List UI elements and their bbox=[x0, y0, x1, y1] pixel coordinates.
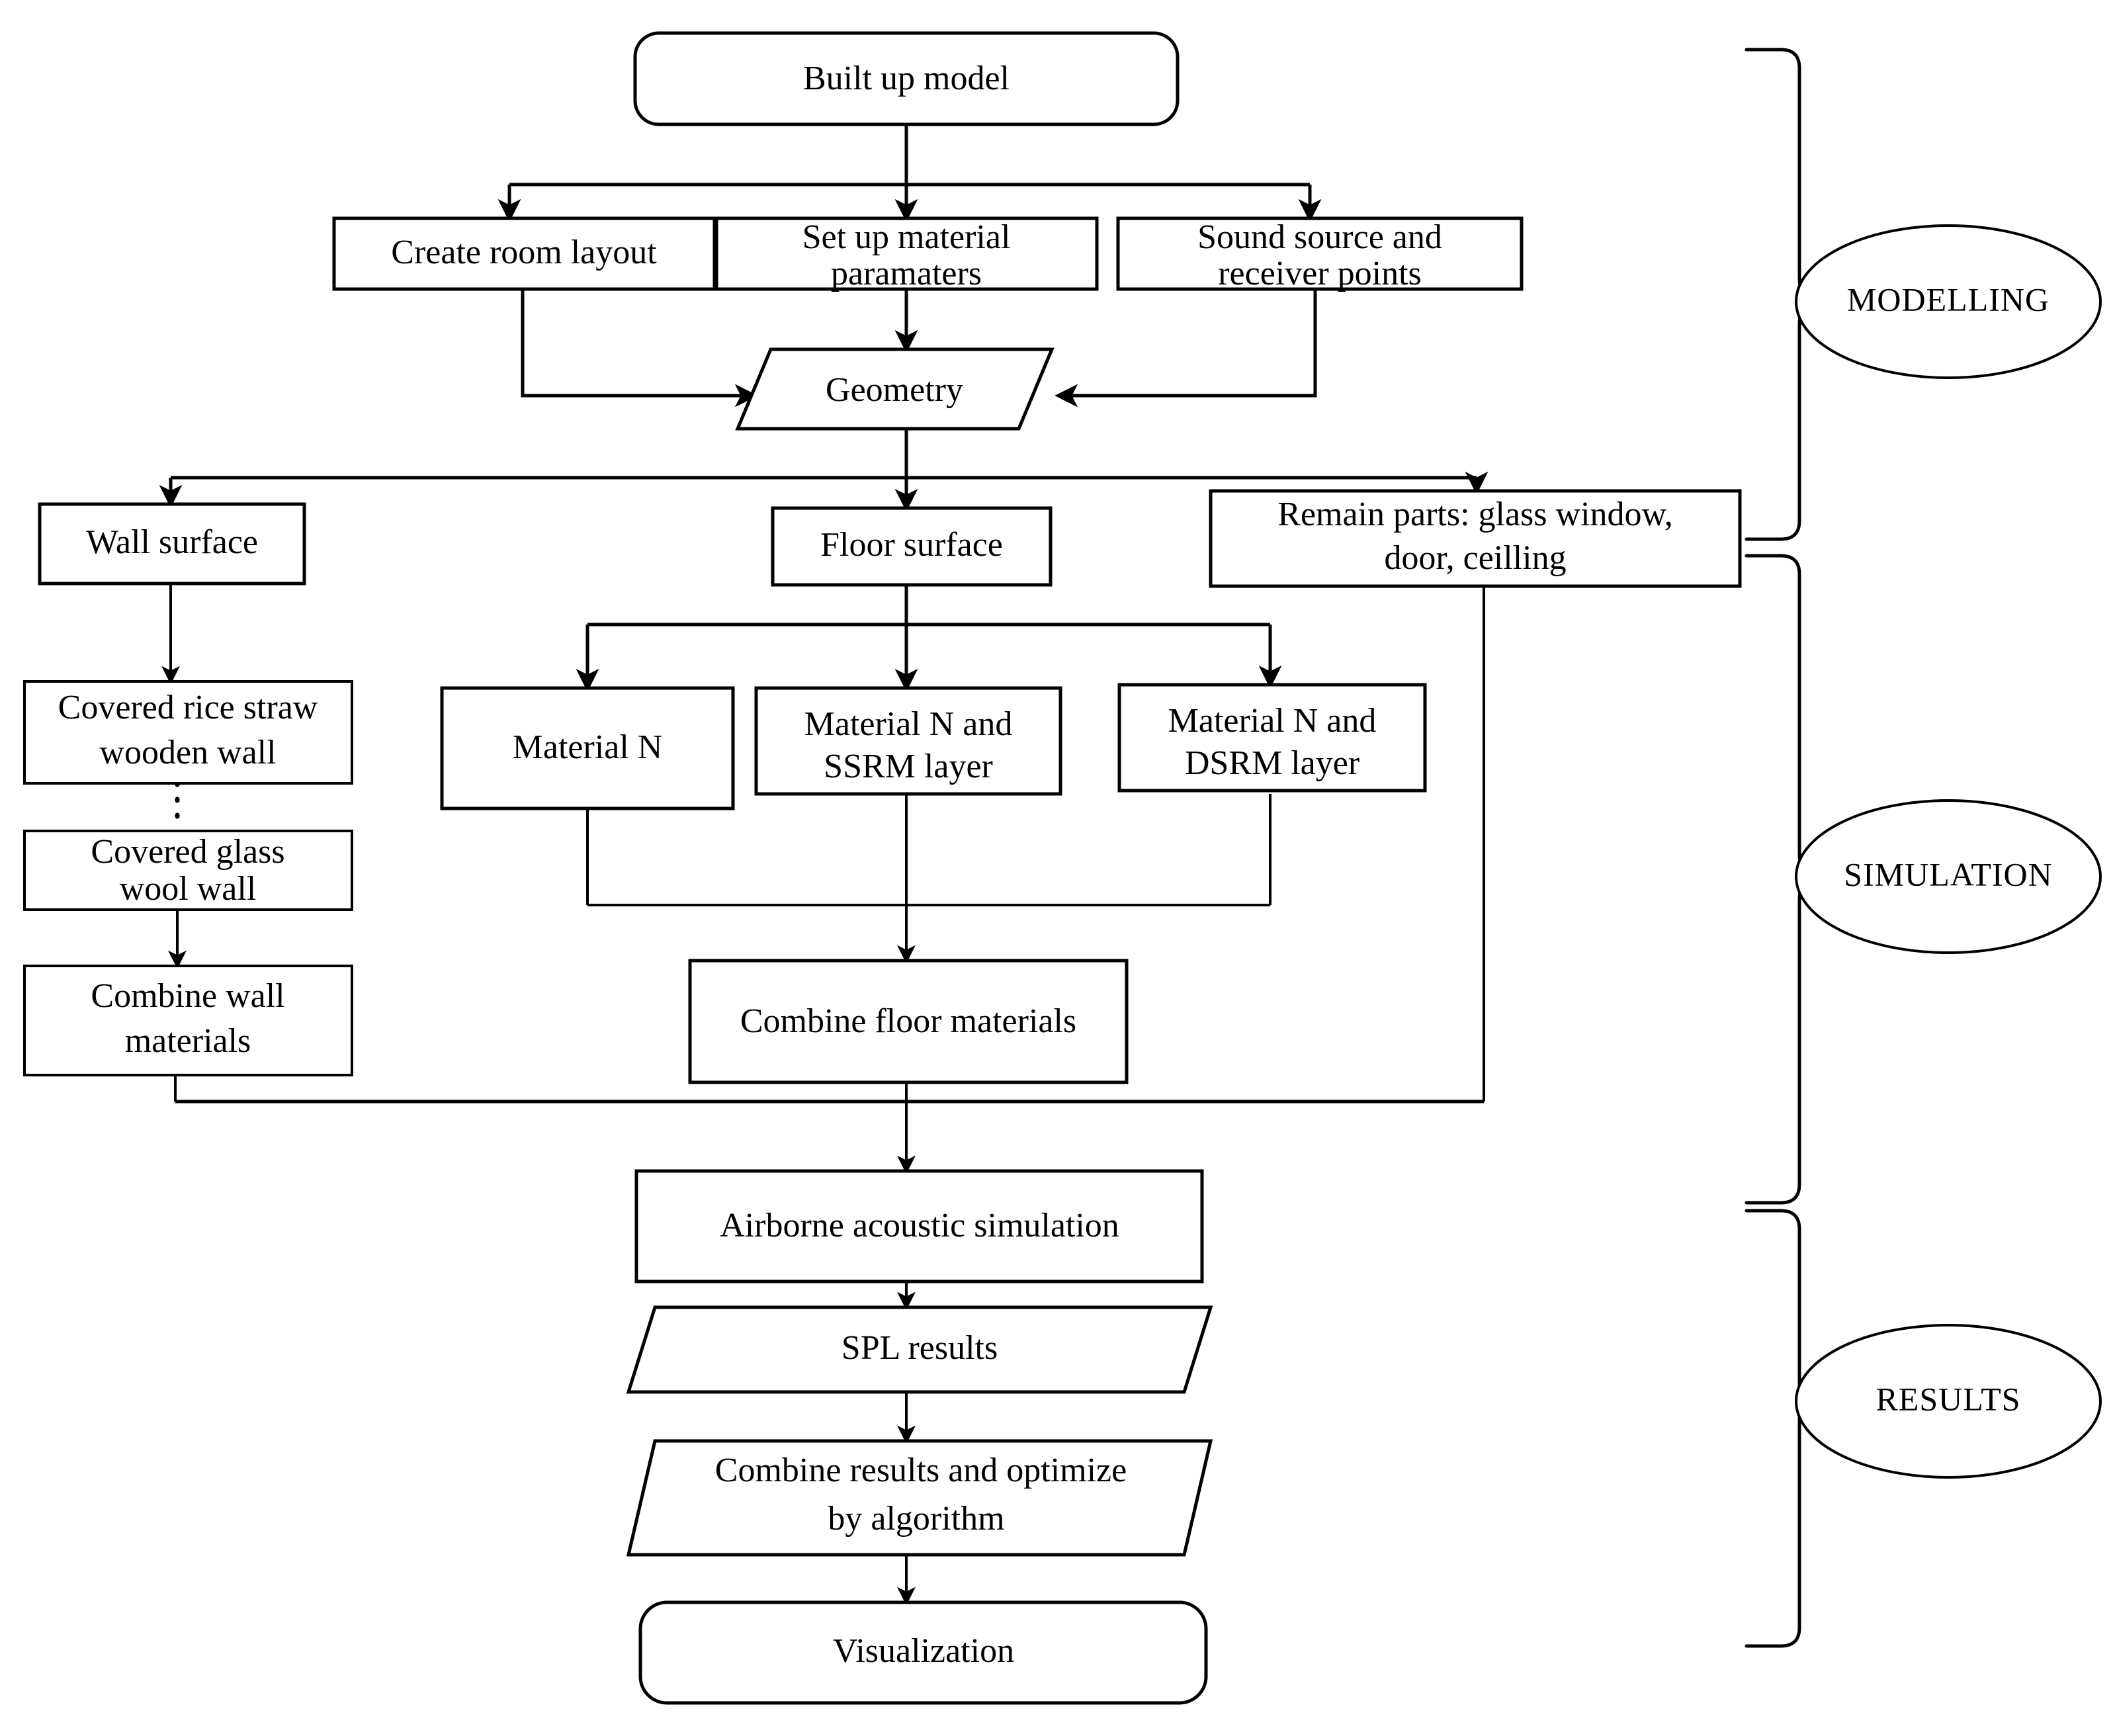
node-material-n[interactable]: Material N bbox=[440, 686, 735, 810]
connector-floor-to-materials bbox=[576, 585, 1282, 692]
node-built-up-model-label: Built up model bbox=[803, 60, 1010, 97]
node-remain-parts[interactable]: Remain parts: glass window, door, ceilli… bbox=[1209, 489, 1742, 588]
node-create-room-layout-label: Create room layout bbox=[391, 234, 657, 271]
node-geometry-label: Geometry bbox=[826, 371, 963, 409]
node-sound-source-receiver-points[interactable]: Sound source and receiver points bbox=[1116, 216, 1524, 292]
node-material-n-ssrm-label-1: Material N and bbox=[804, 705, 1013, 743]
node-covered-glass-wool-label-1: Covered glass bbox=[91, 833, 284, 871]
node-covered-rice-straw-label-1: Covered rice straw bbox=[58, 689, 318, 726]
node-floor-surface[interactable]: Floor surface bbox=[771, 506, 1053, 587]
node-covered-rice-straw-label-2: wooden wall bbox=[99, 734, 276, 771]
node-remain-parts-label-1: Remain parts: glass window, bbox=[1277, 496, 1672, 533]
node-material-n-ssrm-label-2: SSRM layer bbox=[824, 748, 993, 785]
node-visualization-label: Visualization bbox=[833, 1632, 1014, 1670]
connector-soundsource-to-geometry bbox=[1055, 289, 1317, 408]
connector-geometry-to-surfaces bbox=[159, 429, 1488, 512]
phase-ellipse-simulation[interactable]: SIMULATION bbox=[1795, 799, 2102, 954]
node-built-up-model[interactable]: Built up model bbox=[633, 31, 1180, 126]
phase-ellipse-results[interactable]: RESULTS bbox=[1795, 1324, 2102, 1479]
node-combine-floor-materials-label: Combine floor materials bbox=[740, 1002, 1076, 1040]
node-spl-results-label: SPL results bbox=[841, 1329, 998, 1367]
connector-bus-to-airborne bbox=[175, 1082, 1484, 1174]
node-covered-glass-wool-label-2: wool wall bbox=[120, 870, 257, 908]
phase-simulation-label: SIMULATION bbox=[1844, 855, 2053, 892]
node-combine-results-label-2: by algorithm bbox=[828, 1500, 1004, 1538]
node-material-n-ssrm[interactable]: Material N and SSRM layer bbox=[754, 686, 1062, 796]
connector-roomlayout-to-geometry bbox=[521, 289, 758, 408]
node-sound-source-label-2: receiver points bbox=[1218, 255, 1422, 292]
node-set-up-material-parameters-label-1: Set up material bbox=[802, 218, 1011, 256]
node-combine-wall-materials-label-1: Combine wall bbox=[91, 977, 284, 1015]
node-combine-floor-materials[interactable]: Combine floor materials bbox=[688, 959, 1129, 1084]
node-geometry[interactable]: Geometry bbox=[735, 347, 1055, 431]
node-set-up-material-parameters[interactable]: Set up material paramaters bbox=[714, 216, 1099, 292]
node-material-n-dsrm-label-1: Material N and bbox=[1168, 702, 1377, 740]
node-material-n-dsrm[interactable]: Material N and DSRM layer bbox=[1117, 683, 1427, 793]
node-covered-glass-wool-wall[interactable]: Covered glass wool wall bbox=[23, 830, 353, 911]
node-airborne-acoustic-simulation-label: Airborne acoustic simulation bbox=[720, 1207, 1119, 1244]
node-combine-results-label-1: Combine results and optimize bbox=[715, 1452, 1127, 1489]
phase-ellipse-modelling[interactable]: MODELLING bbox=[1795, 224, 2102, 379]
node-floor-surface-label: Floor surface bbox=[820, 526, 1003, 564]
node-wall-surface-label: Wall surface bbox=[86, 523, 258, 561]
node-airborne-acoustic-simulation[interactable]: Airborne acoustic simulation bbox=[634, 1169, 1204, 1283]
node-remain-parts-label-2: door, ceilling bbox=[1384, 539, 1566, 577]
node-visualization[interactable]: Visualization bbox=[638, 1600, 1208, 1705]
connector-materials-to-combinefloor bbox=[586, 794, 1272, 964]
node-create-room-layout[interactable]: Create room layout bbox=[332, 216, 716, 291]
connector-builtup-to-row2 bbox=[497, 124, 1322, 222]
node-set-up-material-parameters-label-2: paramaters bbox=[831, 255, 982, 292]
node-spl-results[interactable]: SPL results bbox=[626, 1305, 1213, 1394]
node-combine-wall-materials-label-2: materials bbox=[125, 1022, 251, 1060]
node-covered-rice-straw-wooden-wall[interactable]: Covered rice straw wooden wall bbox=[23, 680, 353, 785]
phase-results-label: RESULTS bbox=[1876, 1380, 2020, 1417]
node-wall-surface[interactable]: Wall surface bbox=[38, 502, 306, 586]
node-material-n-dsrm-label-2: DSRM layer bbox=[1185, 744, 1359, 782]
phase-modelling-label: MODELLING bbox=[1847, 281, 2049, 318]
node-sound-source-label-1: Sound source and bbox=[1197, 218, 1442, 256]
node-combine-wall-materials[interactable]: Combine wall materials bbox=[23, 965, 353, 1076]
node-material-n-label: Material N bbox=[513, 728, 663, 766]
node-combine-results-optimize[interactable]: Combine results and optimize by algorith… bbox=[626, 1439, 1213, 1557]
